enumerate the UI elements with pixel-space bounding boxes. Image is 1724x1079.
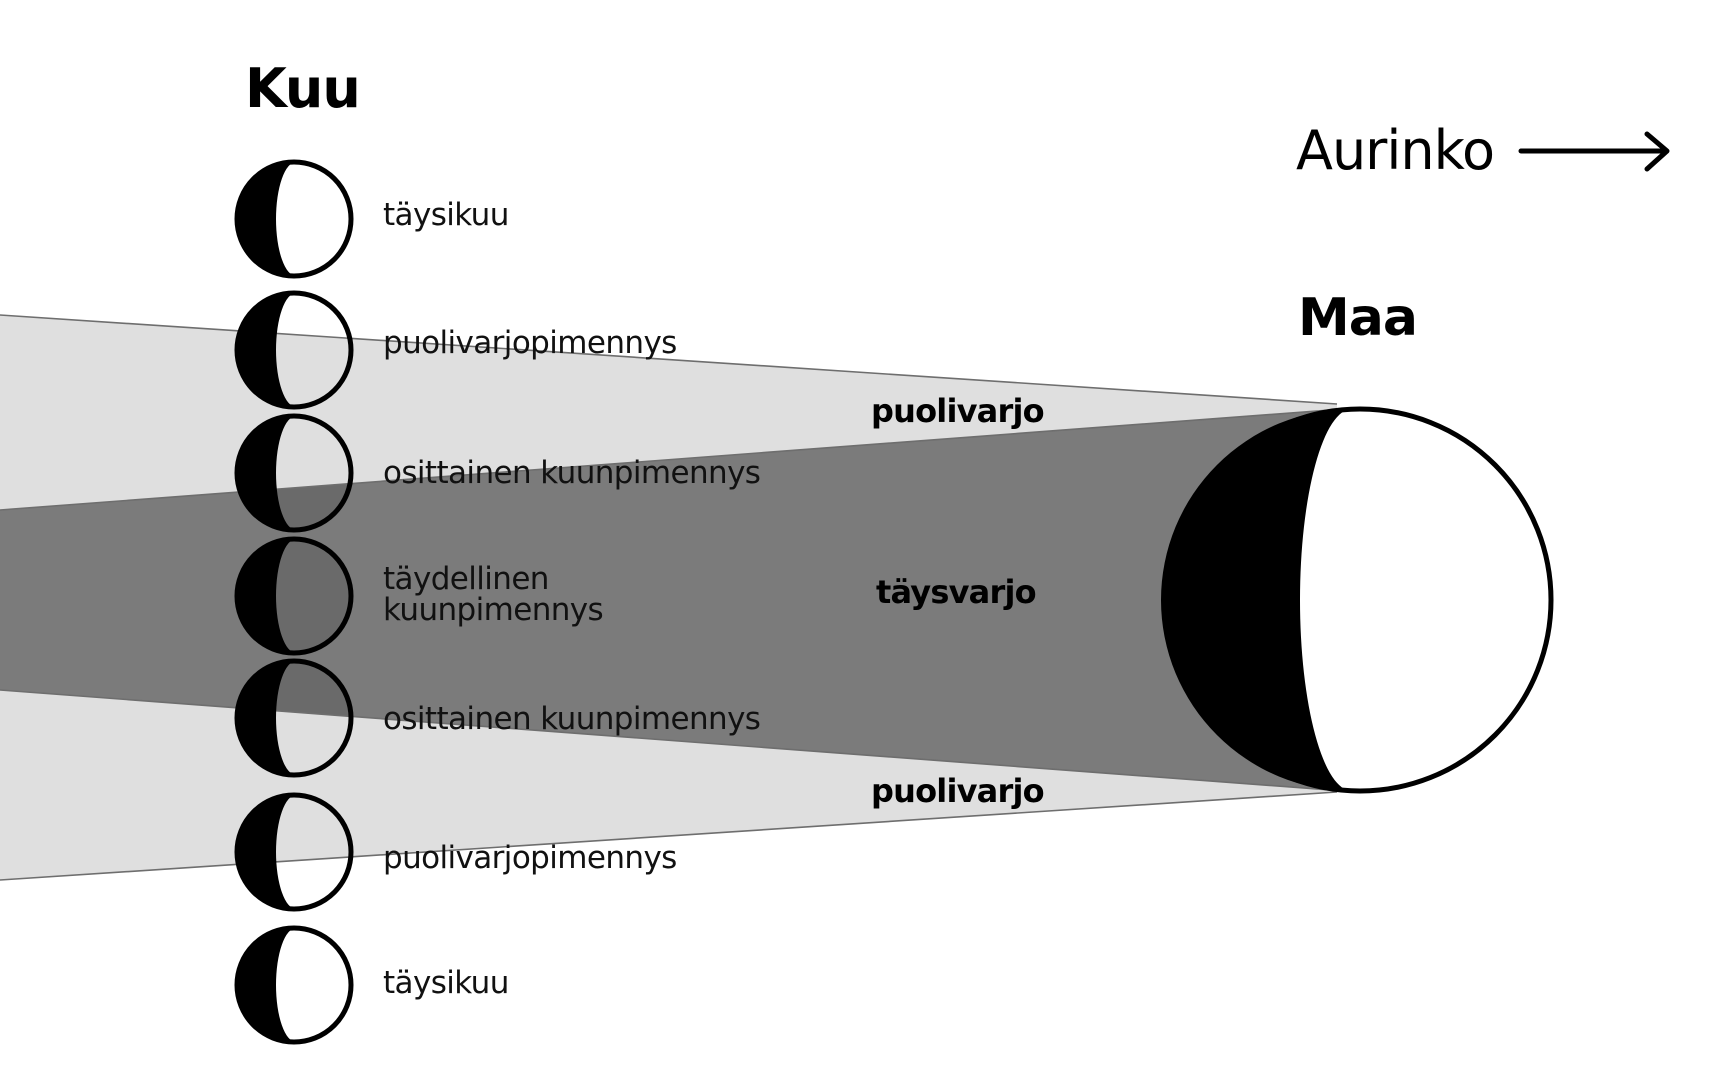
moon-phase-label: osittainen kuunpimennys [383, 455, 760, 491]
moon-outline [234, 413, 354, 533]
moon-dark-side [239, 928, 296, 1042]
moon-outline [234, 159, 354, 279]
moon: puolivarjopimennys [234, 792, 677, 912]
moon-phase-label-line1: täydellinen [383, 561, 549, 597]
penumbra-label-bottom: puolivarjo [871, 772, 1044, 810]
penumbra-top-edge [0, 314, 1338, 405]
earth-title: Maa [1298, 288, 1417, 348]
moon-dark-side [239, 293, 296, 407]
moon: täysikuu [234, 159, 509, 279]
moon-dark-side [239, 162, 296, 276]
moon: puolivarjopimennys [234, 290, 677, 410]
penumbra-label-top: puolivarjo [871, 392, 1044, 430]
moon-outline [234, 536, 354, 656]
moon-outline [234, 792, 354, 912]
arrow-right-icon [1518, 131, 1670, 172]
shadow-cones [0, 314, 1338, 881]
sun-label: Aurinko [1296, 119, 1494, 182]
moon: täysikuu [234, 925, 509, 1045]
moon-phase-label: täysikuu [383, 965, 509, 1001]
moon: osittainen kuunpimennys [234, 658, 761, 778]
moon-phase-label: osittainen kuunpimennys [383, 701, 760, 737]
moon-outline [234, 925, 354, 1045]
moon-column: täysikuu puolivarjopimennys osittainen kuu… [234, 159, 761, 1045]
penumbra-bottom-edge [0, 791, 1338, 881]
umbra-label: täysvarjo [876, 573, 1036, 611]
moon: osittainen kuunpimennys [234, 413, 761, 533]
moon-phase-label: täysikuu [383, 197, 509, 233]
moon-dark-side [239, 539, 296, 653]
moon-dark-side [239, 795, 296, 909]
moon-phase-label: puolivarjopimennys [383, 840, 677, 876]
umbra-top-edge [0, 409, 1331, 511]
earth-dark-side [1161, 409, 1352, 791]
moon-outline [234, 658, 354, 778]
moon-phase-label: puolivarjopimennys [383, 325, 677, 361]
moon-outline [234, 290, 354, 410]
umbra-bottom-edge [0, 689, 1331, 791]
earth-outline [1166, 406, 1554, 794]
moon-title: Kuu [245, 57, 360, 120]
moon-phase-label-line2: kuunpimennys [383, 592, 603, 628]
moon-dark-side [239, 661, 296, 775]
earth [1161, 406, 1554, 794]
moon-dark-side [239, 416, 296, 530]
